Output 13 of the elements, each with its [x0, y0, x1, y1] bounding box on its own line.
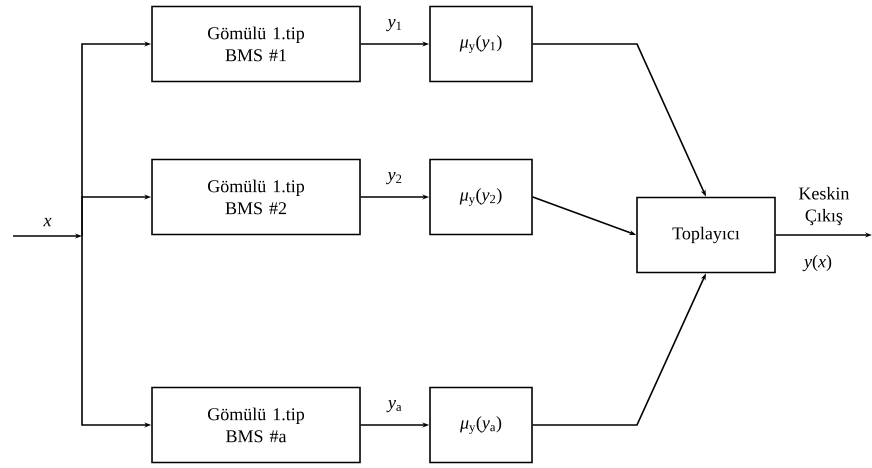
- model-box: Gömülü 1.tip BMS #a: [151, 386, 361, 464]
- edge-label: y$_{a}$: [386, 400, 402, 412]
- model-box: Gömülü 1.tip BMS #2: [151, 158, 361, 236]
- membership-box: μ$_{y}$(y$_{2}$): [429, 158, 533, 236]
- edge-label: y$_{1}$: [386, 19, 402, 32]
- membership-box: μ$_{y}$(y$_{1}$): [429, 6, 533, 82]
- edge-label: y$_{2}$: [386, 172, 402, 184]
- edge-label: Keskin Çıkış: [798, 186, 850, 226]
- summing-box: Toplayıcı: [636, 196, 776, 274]
- membership-box: μ$_{y}$(y$_{a}$): [429, 386, 533, 464]
- output-label: y(x): [802, 254, 832, 272]
- edge-label: x: [43, 218, 52, 226]
- model-box: Gömülü 1.tip BMS #1: [151, 6, 361, 82]
